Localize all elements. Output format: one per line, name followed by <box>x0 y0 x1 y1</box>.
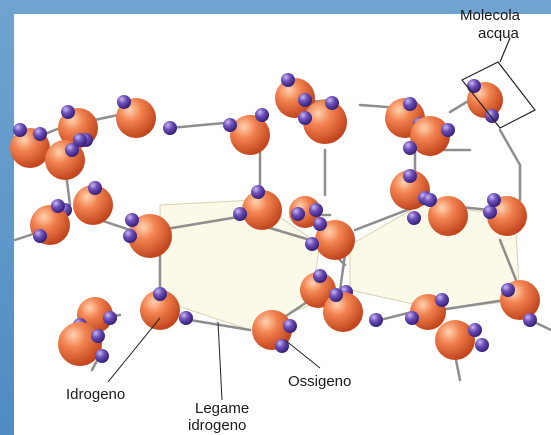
water-molecule <box>10 123 50 168</box>
label-water-molecule-line2: acqua <box>478 25 520 42</box>
label-water-molecule-line1: Molecola <box>460 7 521 24</box>
label-oxygen: Ossigeno <box>288 373 351 390</box>
label-hydrogen-bond-line1: Legame <box>195 400 249 417</box>
label-hydrogen-bond-line2: idrogeno <box>188 417 246 434</box>
label-hydrogen: Idrogeno <box>66 386 125 403</box>
